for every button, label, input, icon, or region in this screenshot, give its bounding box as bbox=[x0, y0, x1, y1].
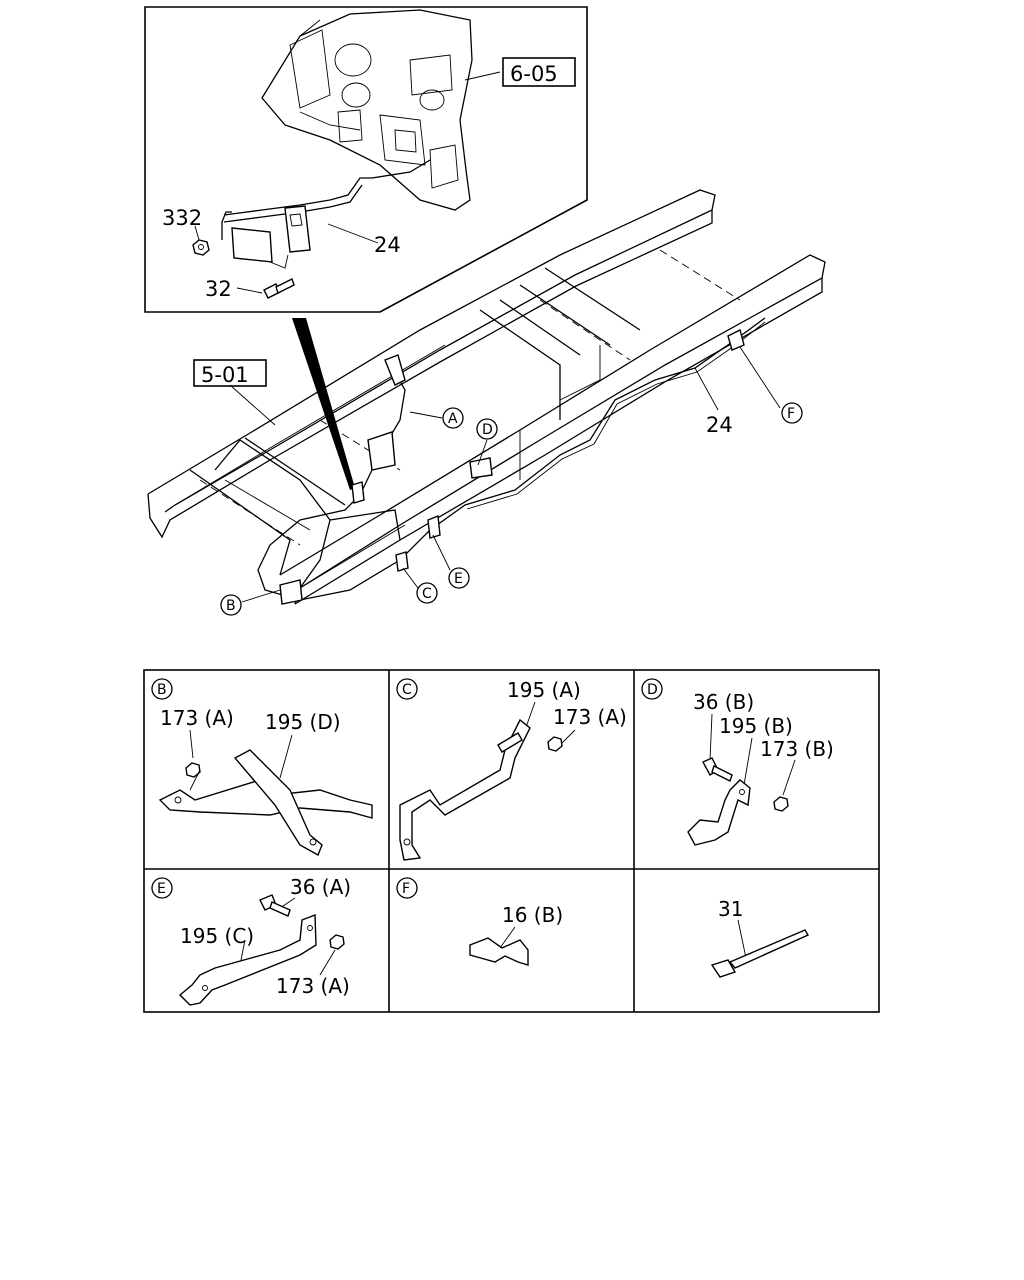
label-332: 332 bbox=[162, 206, 202, 230]
detail-f-clip-label: 16 (B) bbox=[502, 903, 563, 927]
detail-d: D 36 (B) 195 (B) 173 (B) bbox=[641, 678, 834, 846]
inset-view: 6-05 332 24 32 bbox=[144, 6, 588, 313]
callout-a: A bbox=[442, 407, 464, 429]
svg-text:E: E bbox=[157, 881, 166, 897]
detail-e-bracket-label: 195 (C) bbox=[180, 924, 254, 948]
detail-b-nut-label: 173 (A) bbox=[160, 706, 234, 730]
label-24-inset: 24 bbox=[374, 233, 401, 257]
inset-cable bbox=[223, 159, 431, 216]
callout-c: C bbox=[416, 582, 438, 604]
ref-5-01-label: 5-01 bbox=[201, 363, 249, 387]
detail-g-tie-label: 31 bbox=[718, 897, 743, 921]
inset-bracket bbox=[231, 205, 311, 269]
detail-e: E 36 (A) 195 (C) 173 (A) bbox=[151, 875, 351, 1006]
detail-grid bbox=[143, 669, 880, 1013]
parking-brake-cable bbox=[257, 317, 766, 605]
callout-e: E bbox=[448, 567, 470, 589]
svg-text:F: F bbox=[402, 881, 410, 897]
detail-c: C 195 (A) 173 (A) bbox=[396, 678, 627, 861]
firewall-panel bbox=[261, 9, 473, 211]
svg-text:D: D bbox=[647, 682, 658, 698]
zoom-pointer bbox=[292, 318, 355, 490]
label-24-main: 24 bbox=[706, 413, 733, 437]
detail-b: B 173 (A) 195 (D) bbox=[151, 678, 373, 856]
ref-box-6-05 bbox=[502, 57, 576, 87]
clip-16b bbox=[469, 937, 529, 966]
svg-text:C: C bbox=[422, 586, 432, 602]
detail-f: F 16 (B) bbox=[396, 877, 563, 966]
svg-text:E: E bbox=[454, 571, 463, 587]
nut-332 bbox=[192, 239, 210, 256]
detail-d-bolt-label: 36 (B) bbox=[693, 690, 754, 714]
detail-g: 31 bbox=[710, 897, 810, 978]
callout-b: B bbox=[220, 594, 242, 616]
callout-d: D bbox=[476, 418, 498, 440]
svg-text:F: F bbox=[787, 406, 795, 422]
detail-b-bracket-label: 195 (D) bbox=[265, 710, 341, 734]
svg-text:D: D bbox=[482, 422, 493, 438]
callout-f: F bbox=[781, 402, 803, 424]
bolt-32 bbox=[263, 278, 295, 299]
svg-text:C: C bbox=[402, 682, 412, 698]
ref-6-05-label: 6-05 bbox=[510, 62, 558, 86]
detail-d-bracket-label: 195 (B) bbox=[719, 714, 793, 738]
detail-e-bolt-label: 36 (A) bbox=[290, 875, 351, 899]
detail-c-bracket-label: 195 (A) bbox=[507, 678, 581, 702]
detail-e-nut-label: 173 (A) bbox=[276, 974, 350, 998]
svg-text:B: B bbox=[157, 682, 167, 698]
chassis-frame bbox=[147, 189, 826, 605]
detail-d-nut-label: 173 (B) bbox=[760, 737, 834, 761]
svg-text:B: B bbox=[226, 598, 236, 614]
cable-tie-31 bbox=[710, 959, 737, 978]
detail-c-nut-label: 173 (A) bbox=[553, 705, 627, 729]
svg-text:A: A bbox=[448, 411, 458, 427]
ref-box-5-01 bbox=[193, 359, 267, 387]
label-32: 32 bbox=[205, 277, 232, 301]
